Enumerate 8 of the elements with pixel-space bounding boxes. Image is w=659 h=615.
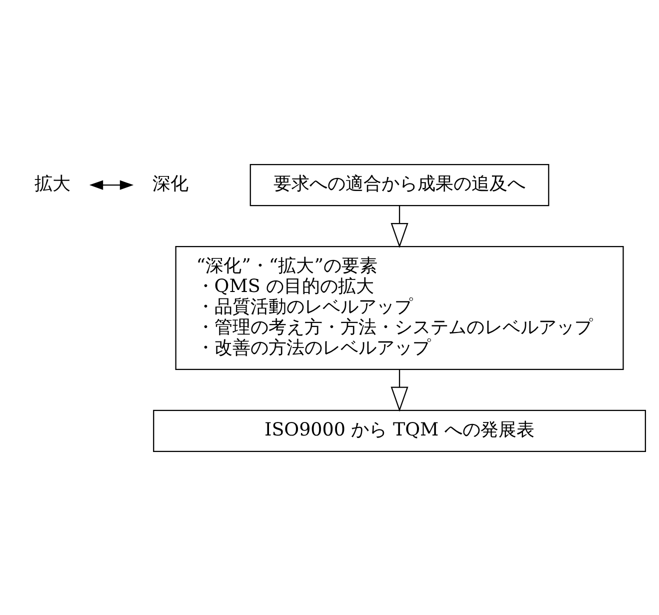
- node-box: 要求への適合から成果の追及へ: [250, 163, 550, 206]
- arrow: [390, 369, 408, 412]
- node-text: 深化: [152, 172, 189, 194]
- arrow: [89, 180, 134, 190]
- arrow: [390, 205, 408, 248]
- node-box: “深化”・“拡大”の要素 ・QMS の目的の拡大 ・品質活動のレベルアップ ・管理の考え方・方法・システムのレベルアップ ・改善の方法のレベルアップ: [175, 245, 624, 370]
- node-text: 拡大: [34, 172, 70, 194]
- node-box: ISO9000 から TQM への発展表: [153, 409, 646, 452]
